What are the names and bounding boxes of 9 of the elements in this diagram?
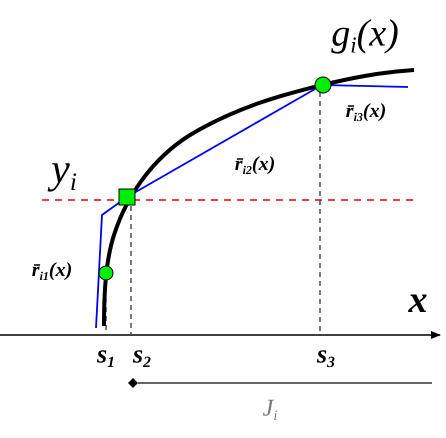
segment-label: r̄$_{i1}$(x) (32, 260, 72, 282)
axis-label: x (408, 281, 428, 319)
tick-label: s$_{2}$ (133, 341, 151, 371)
tick-label: s$_{3}$ (317, 341, 335, 371)
segment-label: r̄$_{i3}$(x) (346, 101, 386, 123)
tick-label: s$_{1}$ (97, 341, 115, 371)
segment-label: r̄$_{i2}$(x) (234, 154, 276, 176)
function-label: g$_{i}$(x) (331, 14, 399, 58)
interval-label: J$_{i}$ (262, 396, 278, 424)
